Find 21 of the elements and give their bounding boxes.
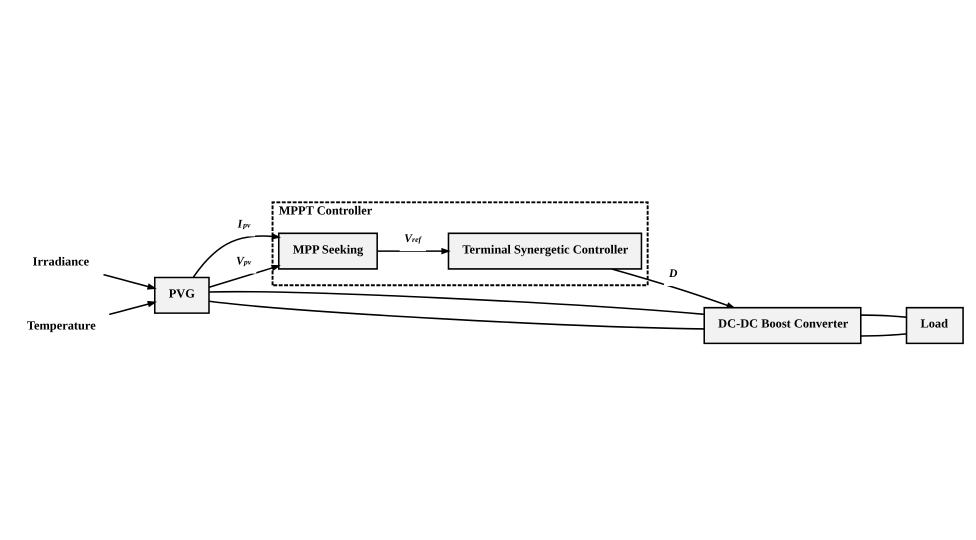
node-text: Irradiance (32, 254, 90, 268)
node-box: MPP Seeking (278, 232, 378, 270)
connector (209, 290, 704, 315)
arrow (109, 300, 157, 315)
node-text: Temperature (26, 318, 96, 332)
edge-label: Ipv (238, 216, 250, 230)
node-box: DC-DC Boost Converter (703, 306, 862, 344)
node-box: Terminal Synergetic Controller (448, 232, 642, 270)
edge-label: D (668, 266, 678, 280)
arrow (208, 264, 281, 288)
arrow (377, 247, 451, 254)
edge-label: Vref (404, 232, 422, 245)
node-box: Load (906, 306, 964, 344)
connector (209, 300, 704, 330)
connector (860, 314, 906, 318)
arrow (612, 268, 736, 308)
arrow (192, 232, 282, 278)
connector (860, 332, 906, 336)
arrow (103, 273, 157, 290)
node-box: PVG (154, 276, 210, 314)
edge-label: Vpv (236, 254, 252, 268)
